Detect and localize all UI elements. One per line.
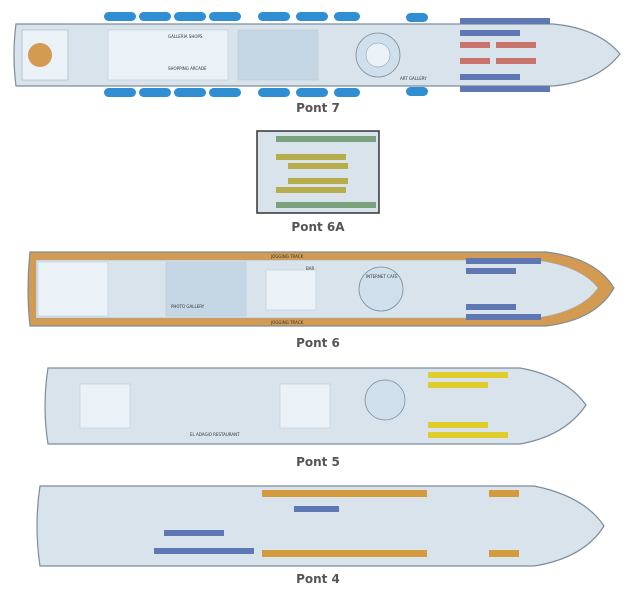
annotation-jogging-top: JOGGING TRACK <box>270 254 304 259</box>
annotation-art-gallery: ART GALLERY <box>400 76 427 81</box>
annotation-adagio: EL ADAGIO RESTAURANT <box>190 432 240 437</box>
annotation-internet-cafe: INTERNET CAFE <box>366 274 398 279</box>
cabins-deck7 <box>460 18 550 92</box>
deck-6a-plan[interactable] <box>256 130 380 214</box>
annotation-bar: BAR <box>306 266 314 271</box>
deck-6a-label: Pont 6A <box>291 220 345 234</box>
deck-4-label: Pont 4 <box>296 572 340 586</box>
deck-4-plan[interactable] <box>34 482 608 570</box>
deck-6a-outline <box>256 130 380 214</box>
annotation-galleria: GALLERIA SHOPS <box>168 34 203 39</box>
cabins-deck5 <box>428 372 508 438</box>
deck-6-label: Pont 6 <box>296 336 340 350</box>
lifeboats-bottom <box>104 87 428 97</box>
deck-5-plan[interactable]: EL ADAGIO RESTAURANT <box>40 364 590 450</box>
lifeboats-top <box>104 12 428 22</box>
deck-5-label: Pont 5 <box>296 455 340 469</box>
internet-cafe-atrium <box>358 266 404 312</box>
deck-7-label: Pont 7 <box>296 101 340 115</box>
cabins-deck4 <box>154 490 519 557</box>
cabins-deck6a <box>276 136 376 208</box>
deck-7-plan[interactable]: GALLERIA SHOPS SHOPPING ARCADE ART GALLE… <box>8 8 630 100</box>
atrium-deck5 <box>364 379 406 421</box>
cabins-deck6 <box>466 258 541 320</box>
annotation-arcade: SHOPPING ARCADE <box>168 66 207 71</box>
deck-6-plan[interactable]: JOGGING TRACK JOGGING TRACK PHOTO GALLER… <box>26 248 618 332</box>
deck-4-hull <box>36 485 605 567</box>
annotation-photo-gallery: PHOTO GALLERY <box>171 304 205 309</box>
annotation-jogging-bottom: JOGGING TRACK <box>270 320 304 325</box>
